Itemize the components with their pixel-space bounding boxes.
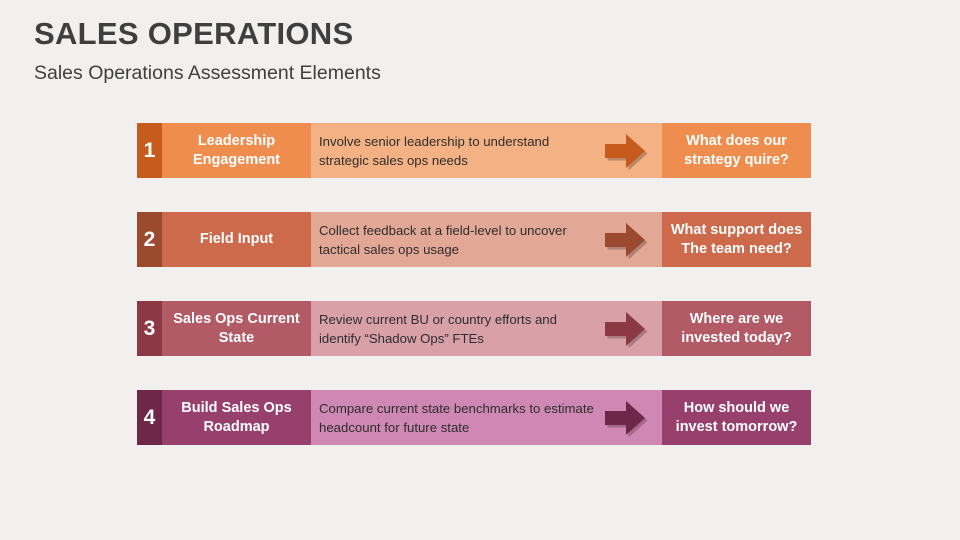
step-question: How should we invest tomorrow? — [662, 390, 811, 445]
step-description-text: Compare current state benchmarks to esti… — [319, 400, 594, 435]
step-description-text: Collect feedback at a field-level to unc… — [319, 222, 567, 257]
right-arrow-icon — [602, 309, 648, 349]
step-number-badge: 4 — [137, 390, 162, 445]
right-arrow-icon — [602, 131, 648, 171]
step-title: Sales Ops Current State — [162, 301, 311, 356]
page-subtitle: Sales Operations Assessment Elements — [34, 62, 381, 84]
step-question: Where are we invested today? — [662, 301, 811, 356]
step-title: Build Sales Ops Roadmap — [162, 390, 311, 445]
step-number-badge: 1 — [137, 123, 162, 178]
step-question: What does our strategy quire? — [662, 123, 811, 178]
right-arrow-icon — [602, 398, 648, 438]
step-description-panel: Review current BU or country efforts and… — [311, 301, 662, 356]
step-description-panel: Collect feedback at a field-level to unc… — [311, 212, 662, 267]
step-description-panel: Involve senior leadership to understand … — [311, 123, 662, 178]
right-arrow-icon — [602, 220, 648, 260]
step-description-text: Review current BU or country efforts and… — [319, 311, 557, 346]
step-description-panel: Compare current state benchmarks to esti… — [311, 390, 662, 445]
step-number-badge: 3 — [137, 301, 162, 356]
step-question: What support does The team need? — [662, 212, 811, 267]
step-title: Leadership Engagement — [162, 123, 311, 178]
page-title: SALES OPERATIONS — [34, 16, 354, 51]
step-description-text: Involve senior leadership to understand … — [319, 133, 550, 168]
step-title: Field Input — [162, 212, 311, 267]
step-number-badge: 2 — [137, 212, 162, 267]
slide-header: SALES OPERATIONS Sales Operations Assess… — [34, 14, 914, 86]
